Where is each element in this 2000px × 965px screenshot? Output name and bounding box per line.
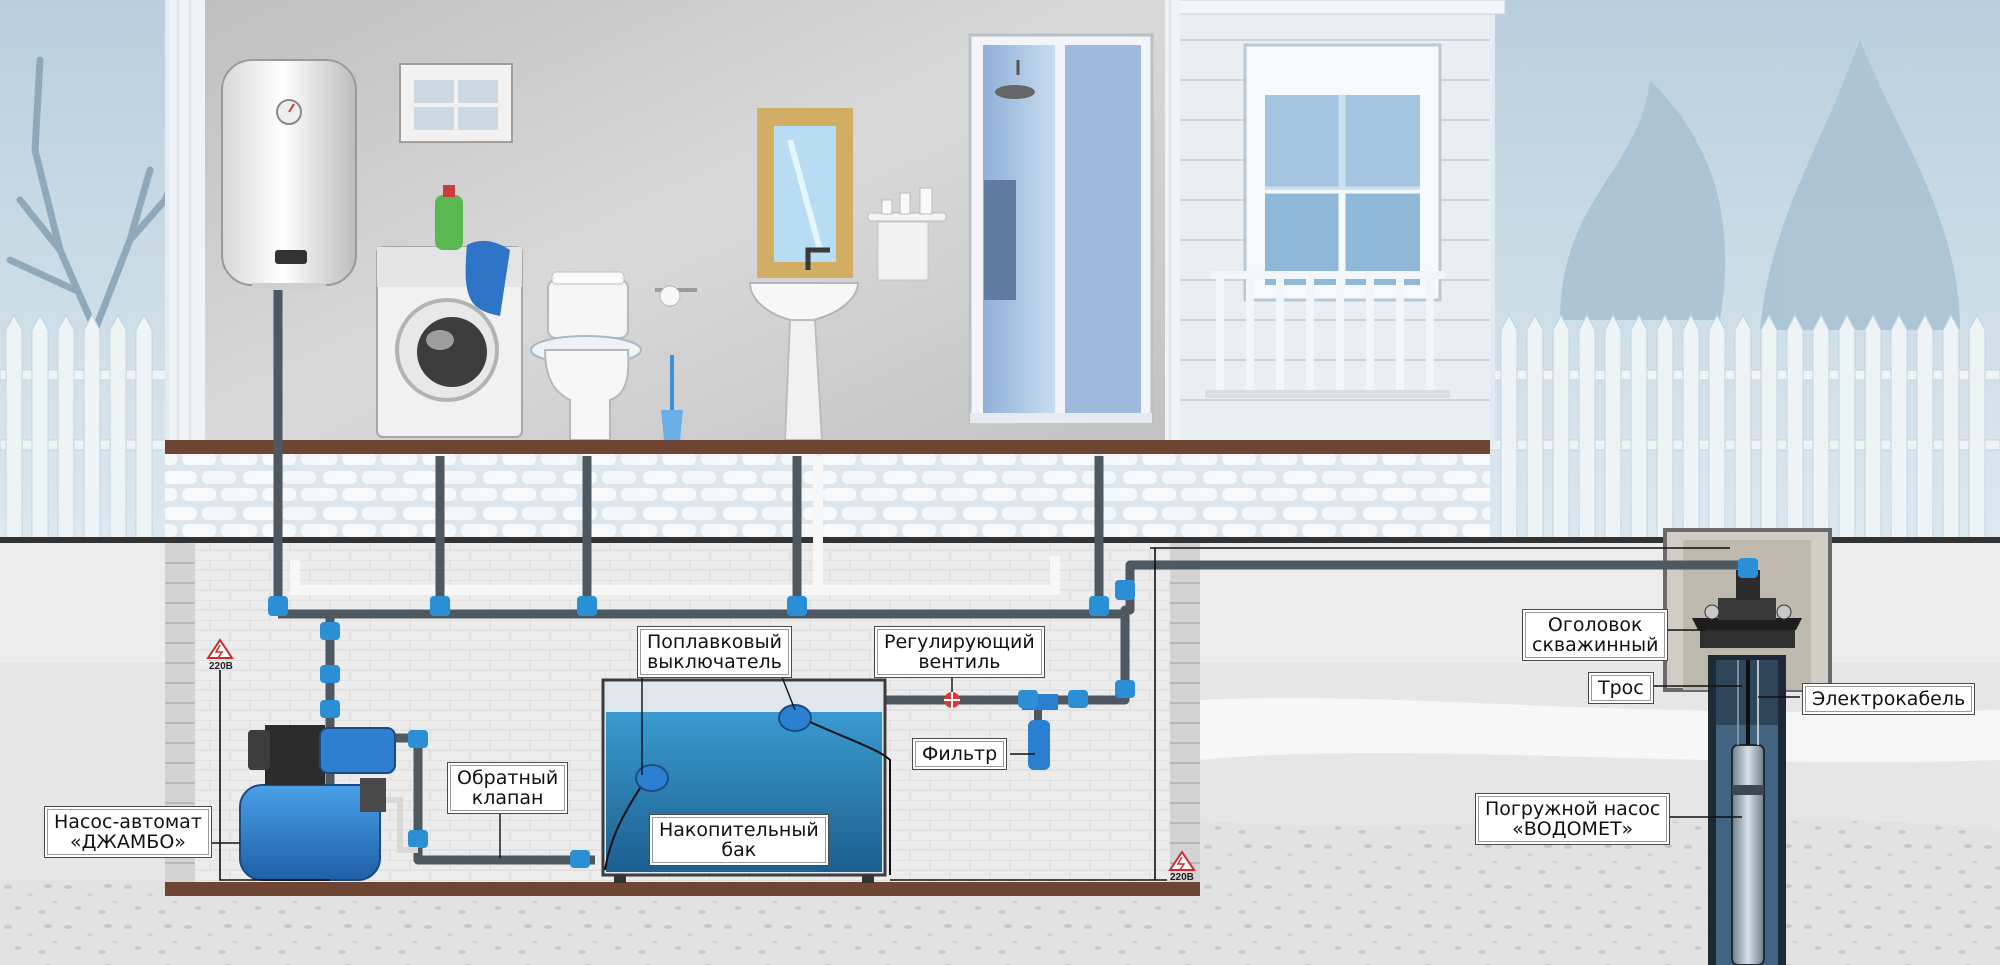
supply-pipe [273, 290, 1753, 865]
fence-picket [1578, 313, 1596, 546]
well-head-label-line1: Оголовок [1547, 614, 1643, 636]
storage-tank-label: Накопительный бак [649, 814, 829, 866]
room-window [399, 63, 513, 143]
check-valve-label: Обратный клапан [447, 762, 569, 814]
fence-picket [1890, 313, 1908, 546]
check-valve-label-line2: клапан [471, 787, 544, 809]
porch-railing [1210, 271, 1445, 390]
power-cable-label-line1: Электрокабель [1812, 688, 1966, 710]
well-head-label: Оголовок скважинный [1522, 609, 1669, 661]
high-voltage-icon [1168, 850, 1196, 871]
mirror [757, 108, 853, 278]
fence-picket [1968, 313, 1986, 546]
fence-picket [135, 313, 153, 546]
control-valve-handle [944, 692, 960, 708]
well-head-label-line2: скважинный [1532, 634, 1659, 656]
washing-machine [376, 185, 523, 438]
fence-picket [1630, 313, 1648, 546]
cable-rope-label-line1: Трос [1598, 677, 1644, 699]
fence-picket [1682, 313, 1700, 546]
fence-picket [1500, 313, 1518, 546]
submersible-pump-body [1731, 660, 1765, 965]
toilet [530, 271, 642, 441]
filter-label-line1: Фильтр [922, 743, 998, 765]
power-cables [219, 547, 1730, 881]
detergent-bottle [435, 195, 463, 250]
high-voltage-icon [206, 638, 234, 659]
fence-picket [1656, 313, 1674, 546]
submersible-pump-label: Погружной насос «ВОДОМЕТ» [1475, 793, 1671, 845]
well-head-cap [1692, 570, 1802, 648]
float-switch-label: Поплавковый выключатель [637, 626, 792, 678]
fence-picket [1786, 313, 1804, 546]
submersible-pump-label-line2: «ВОДОМЕТ» [1512, 818, 1634, 840]
fence-picket [1838, 313, 1856, 546]
towel [465, 240, 510, 316]
basement-pillar-right [1170, 543, 1200, 883]
voltage-mark-right: 220В [1170, 872, 1194, 883]
pump-station-label-line2: «ДЖАМБО» [69, 831, 186, 853]
fence-picket [31, 313, 49, 546]
storage-tank-label-line1: Накопительный [659, 819, 819, 841]
fence-picket [1760, 313, 1778, 546]
fence-picket [1864, 313, 1882, 546]
fence-picket [1916, 313, 1934, 546]
control-valve-label: Регулирующий вентиль [874, 626, 1045, 678]
fence-picket [83, 313, 101, 546]
water-heater [221, 59, 357, 289]
fence-picket [1812, 313, 1830, 546]
exterior-window [1243, 43, 1442, 302]
basement-floor [165, 882, 1200, 896]
cable-rope-label: Трос [1588, 672, 1654, 704]
control-valve-label-line2: вентиль [918, 651, 1001, 673]
toilet-brush [661, 355, 683, 440]
fence-picket [109, 313, 127, 546]
storage-tank-label-line2: бак [721, 839, 757, 861]
fence-picket [1552, 313, 1570, 546]
fence-picket [1604, 313, 1622, 546]
pump-station [239, 725, 418, 881]
sink [748, 247, 860, 441]
submersible-pump-label-line1: Погружной насос [1485, 798, 1661, 820]
float-switches [604, 704, 891, 875]
floor-slab [165, 440, 1490, 454]
fence-pickets [5, 313, 1986, 546]
drain-pipes [290, 456, 1060, 595]
toilet-paper [655, 285, 697, 307]
background-trees [1560, 40, 1960, 330]
bath-shelf [867, 187, 947, 281]
pump-station-label-line1: Насос-автомат [54, 811, 202, 833]
fence-picket [5, 313, 23, 546]
pipe-fittings [268, 558, 1758, 868]
float-switch-label-line2: выключатель [647, 651, 782, 673]
filter-label: Фильтр [912, 738, 1008, 770]
shower-cabin [968, 33, 1154, 423]
fence-picket [1734, 313, 1752, 546]
fence-picket [1942, 313, 1960, 546]
float-switch-label-line1: Поплавковый [647, 631, 782, 653]
stone-foundation [165, 454, 1490, 537]
shower-head-icon [995, 85, 1035, 99]
control-valve-label-line1: Регулирующий [884, 631, 1035, 653]
fence-picket [1708, 313, 1726, 546]
power-cable-label: Электрокабель [1802, 683, 1976, 715]
voltage-mark-left: 220В [209, 661, 233, 672]
fence-picket [1526, 313, 1544, 546]
check-valve-label-line1: Обратный [457, 767, 559, 789]
pump-station-label: Насос-автомат «ДЖАМБО» [44, 806, 212, 858]
fence-picket [57, 313, 75, 546]
